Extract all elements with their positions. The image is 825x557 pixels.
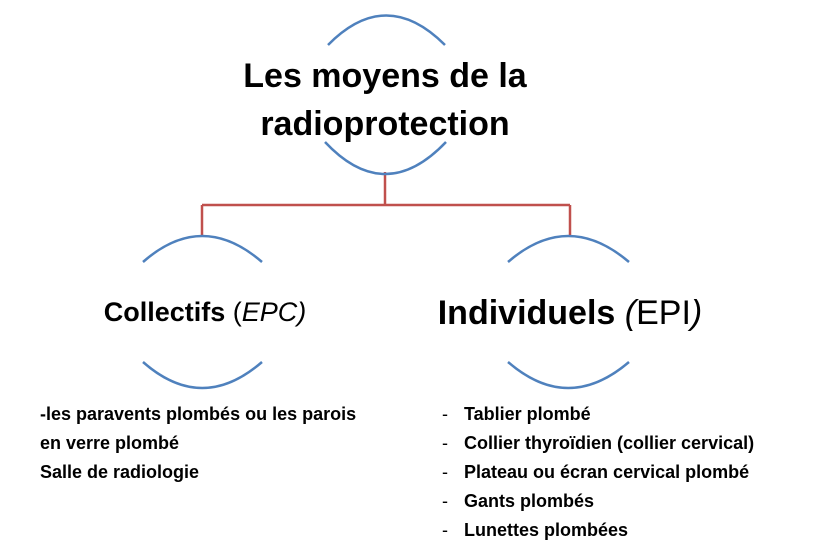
list-item: Tablier plombé	[440, 400, 820, 429]
right-node-list: Tablier plombé Collier thyroïdien (colli…	[440, 400, 820, 545]
title-top-arc	[327, 14, 446, 46]
list-item: -les paravents plombés ou les parois	[40, 404, 357, 424]
title-line-1: Les moyens de la	[243, 57, 527, 95]
right-node-label: Individuels (EPI)	[410, 290, 730, 336]
right-node-name: Individuels	[437, 294, 625, 332]
right-bottom-arc	[507, 361, 630, 390]
node-arcs	[142, 14, 630, 390]
right-node-abbr: EPI	[636, 294, 691, 332]
list-item: en verre plombé	[40, 433, 180, 453]
left-node-label: Collectifs (EPC)	[60, 292, 350, 332]
right-top-arc	[507, 234, 630, 263]
left-node-paren-open: (	[225, 297, 242, 327]
list-item: Gants plombés	[440, 487, 820, 516]
list-item: Collier thyroïdien (collier cervical)	[440, 429, 820, 458]
left-node-abbr: EPC)	[241, 297, 307, 327]
title-line-2: radioprotection	[260, 105, 510, 143]
left-bottom-arc	[142, 361, 263, 390]
left-node-list: -les paravents plombés ou les parois en …	[40, 400, 420, 487]
diagram-title: Les moyens de la radioprotection	[200, 52, 570, 148]
right-node-paren-open: (	[624, 294, 637, 332]
left-node-name: Collectifs	[103, 297, 226, 327]
title-bottom-arc	[324, 141, 447, 176]
list-item: Salle de radiologie	[40, 462, 200, 482]
left-top-arc	[142, 234, 263, 263]
connector-lines	[200, 172, 572, 237]
list-item: Lunettes plombées	[440, 516, 820, 545]
right-node-paren-close: )	[690, 294, 703, 332]
list-item: Plateau ou écran cervical plombé	[440, 458, 820, 487]
